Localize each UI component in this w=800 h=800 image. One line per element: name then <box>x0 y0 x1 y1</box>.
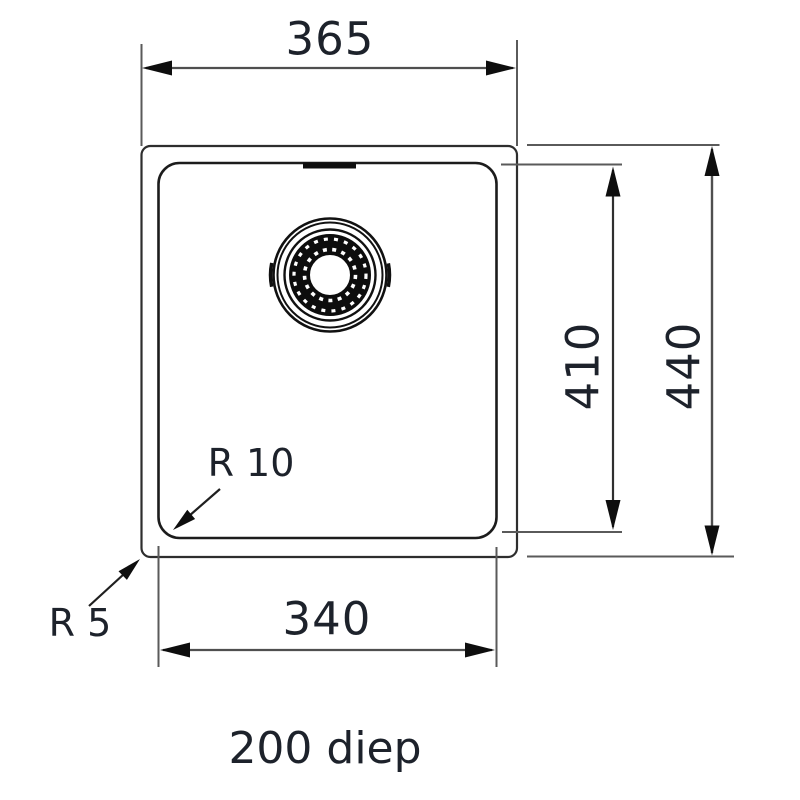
sink-bowl-outline <box>157 161 498 540</box>
arrow-left-icon <box>160 642 190 658</box>
dim-label-outer-width: 365 <box>285 12 375 66</box>
drain-strainer-icon <box>268 213 392 337</box>
arrow-up-right-icon <box>118 559 140 580</box>
dimension-outer-width <box>142 60 516 76</box>
leader-outer-radius <box>88 559 140 607</box>
radius-label-bowl: R 10 <box>207 441 295 485</box>
arrow-up-icon <box>605 166 621 197</box>
arrow-left-icon <box>142 60 172 76</box>
depth-label: 200 diep <box>228 723 422 774</box>
dimension-bowl-height <box>605 166 621 530</box>
dimension-bowl-width <box>160 642 495 658</box>
arrow-down-icon <box>605 500 621 530</box>
arrow-right-icon <box>486 60 516 76</box>
sink-outer-outline <box>140 144 519 559</box>
arrow-down-left-icon <box>173 509 196 530</box>
dimension-outer-height <box>704 146 720 556</box>
leader-bowl-radius <box>173 488 221 530</box>
extension-lines <box>140 40 734 667</box>
dim-label-bowl-width: 340 <box>282 592 372 646</box>
arrow-up-icon <box>704 146 720 176</box>
dim-label-outer-height: 440 <box>657 321 711 411</box>
radius-label-outer: R 5 <box>48 601 112 645</box>
arrow-down-icon <box>704 525 720 556</box>
dim-label-bowl-height: 410 <box>556 321 610 411</box>
arrow-right-icon <box>465 642 495 658</box>
